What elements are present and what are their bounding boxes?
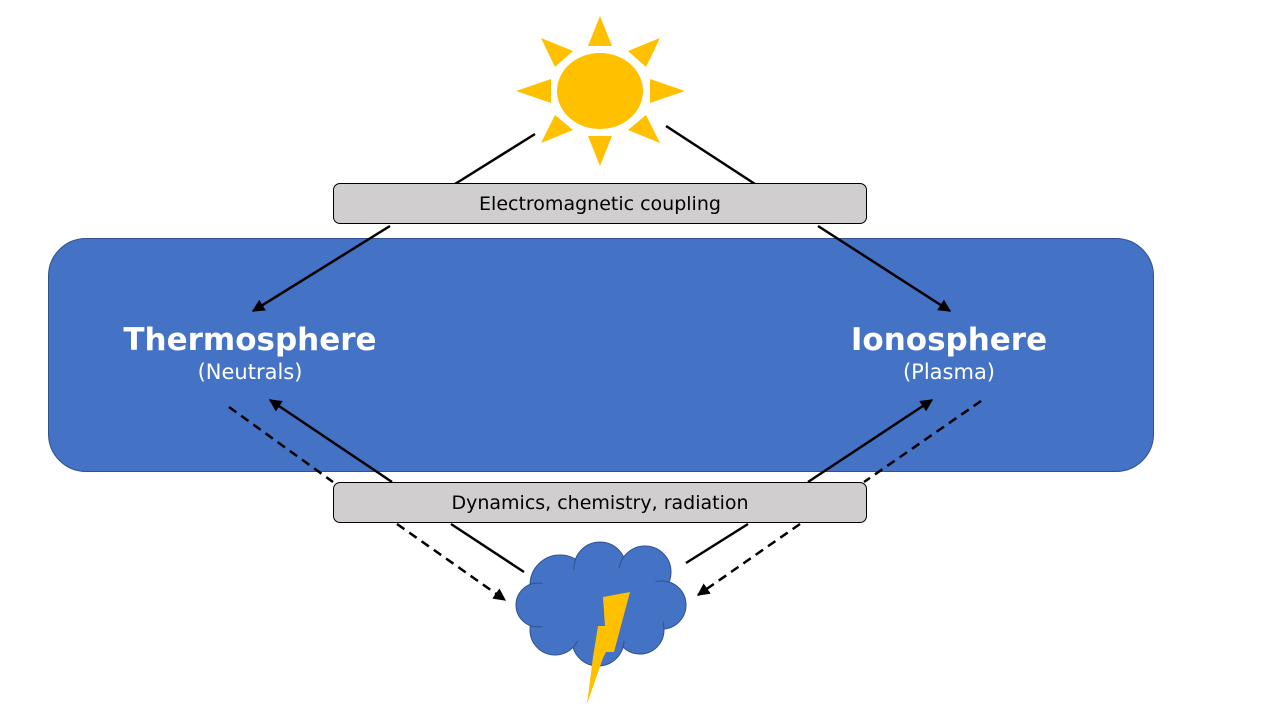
dynamics-chemistry-radiation-label: Dynamics, chemistry, radiation [333, 482, 867, 523]
edge-storm-to-ionosphere-lower [685, 522, 749, 565]
dynamics-chemistry-radiation-text: Dynamics, chemistry, radiation [451, 491, 749, 514]
electromagnetic-coupling-text: Electromagnetic coupling [479, 192, 721, 215]
edge-storm-to-thermosphere [268, 398, 393, 484]
ionosphere-title: Ionosphere [850, 322, 1048, 358]
storm-cloud-icon [515, 541, 687, 704]
edge-sun-to-ionosphere [817, 224, 952, 313]
edge-ionosphere-to-storm [696, 522, 801, 597]
ionosphere-node: Ionosphere (Plasma) [799, 322, 1099, 386]
thermosphere-subtitle: (Neutrals) [197, 360, 303, 384]
thermosphere-title: Thermosphere [123, 322, 377, 358]
edge-storm-to-ionosphere [807, 398, 934, 484]
lightning-bolt-icon [587, 592, 630, 704]
sun-icon [516, 16, 685, 166]
edge-sun-to-thermosphere [251, 224, 391, 313]
atmosphere-layer-box [48, 238, 1154, 472]
edge-storm-to-thermosphere-lower [450, 522, 525, 574]
ionosphere-subtitle: (Plasma) [902, 360, 996, 384]
electromagnetic-coupling-label: Electromagnetic coupling [333, 183, 867, 224]
edge-sun-to-thermosphere-upper [454, 132, 536, 186]
edge-thermosphere-to-storm-upper [228, 405, 334, 484]
edge-ionosphere-to-storm-upper [863, 399, 982, 484]
thermosphere-node: Thermosphere (Neutrals) [100, 322, 400, 386]
edge-sun-to-ionosphere-upper [665, 124, 756, 186]
edge-thermosphere-to-storm [396, 522, 507, 602]
